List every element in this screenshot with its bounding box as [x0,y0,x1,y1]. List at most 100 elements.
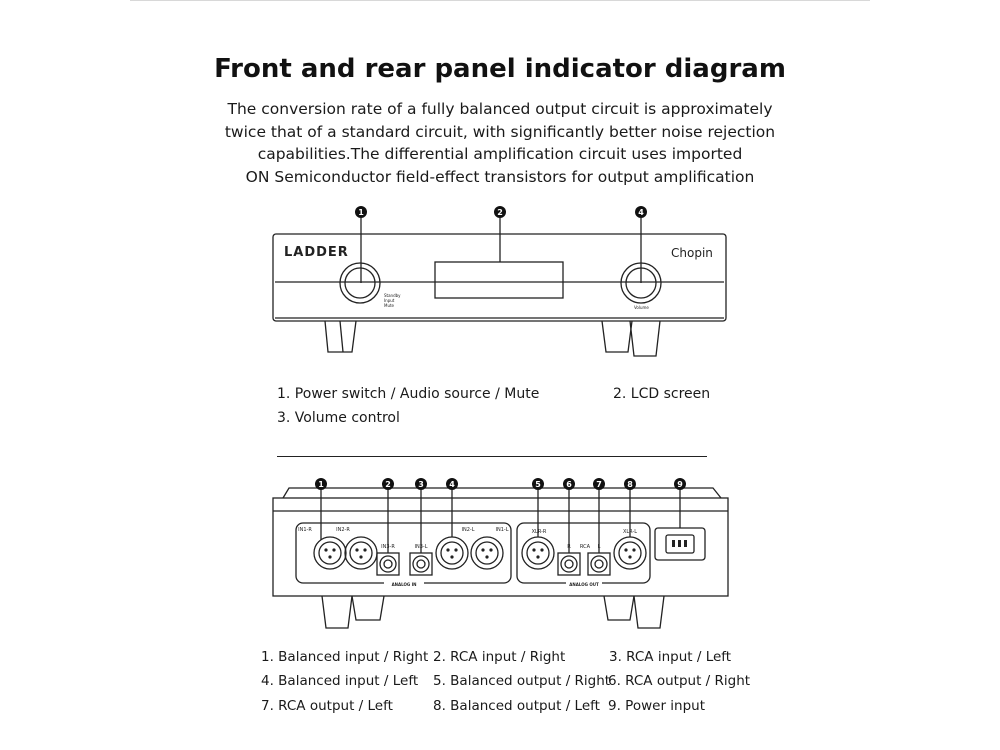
callout-bullet-6 [563,478,575,490]
knob-caption: Standby [384,293,401,298]
callout-number: 4 [638,208,644,217]
rca-in3-right-inner [383,559,393,569]
pin [684,540,687,547]
rear-foot-right [603,595,635,621]
callout-number: 6 [566,480,572,489]
rear-foot-right-2 [633,595,665,629]
connector-label: XLR-L [623,529,637,535]
callout-bullet-8 [624,478,636,490]
power-knob [339,262,381,304]
pin [532,548,536,552]
front-label-2: 2. LCD screen [613,386,711,402]
rear-foot-left-2 [351,595,385,621]
knob-caption: Input [384,298,395,303]
rear-label-5: 5. Balanced output / Right [433,673,611,689]
analog-in-group [295,522,512,584]
rear-label-7: 7. RCA output / Left [261,698,393,714]
model-name: Chopin [671,246,713,260]
pin [536,555,540,559]
callout-bullet-9 [674,478,686,490]
callout-bullet-4 [635,206,647,218]
description: The conversion rate of a fully balanced … [200,98,800,188]
front-foot-left-edge [339,320,344,353]
group-label-analog-in: ANALOG IN [392,582,417,587]
callout-bullet-3 [415,478,427,490]
rear-panel-body [272,497,729,597]
pin [485,555,489,559]
callout-number: 4 [449,480,455,489]
rca-out-left [590,555,608,573]
callout-number: 3 [418,480,424,489]
pin [481,548,485,552]
pin [359,555,363,559]
pin [624,548,628,552]
pin [324,548,328,552]
pin [540,548,544,552]
rear-label-1: 1. Balanced input / Right [261,649,429,665]
connector-label: RCA [580,544,591,550]
front-foot-right [629,320,661,357]
pin [355,548,359,552]
power-knob-inner [344,267,376,299]
rca-out-right [560,555,578,573]
pin [328,555,332,559]
callout-number: 2 [385,480,391,489]
rear-label-3: 3. RCA input / Left [609,649,732,665]
callout-bullet-2 [494,206,506,218]
group-label-bg [384,581,424,587]
connector-label: IN3-L [415,544,428,550]
connector-label: IN1-L [496,527,509,533]
rca-in3-right [379,555,397,573]
callout-bullet-2 [382,478,394,490]
connector-label: IN1-R [298,527,312,533]
callout-number: 1 [318,480,324,489]
xlr-in1-right [313,536,347,570]
callout-number: 5 [535,480,541,489]
front-label-1: 1. Power switch / Audio source / Mute [277,386,540,402]
callout-number: 9 [677,480,683,489]
rear-label-9: 9. Power input [608,698,706,714]
rear-foot-left [321,595,353,629]
pin [489,548,493,552]
section-divider [277,456,707,457]
callout-number: 8 [627,480,633,489]
connector-label: XLR-R [532,529,547,535]
pin [672,540,675,547]
knob-caption: Mute [384,303,395,308]
description-line: twice that of a standard circuit, with s… [224,122,776,141]
description-line: The conversion rate of a fully balanced … [227,100,773,118]
callout-bullet-1 [315,478,327,490]
xlr-in2-left-inner [440,541,464,565]
rear-label-4: 4. Balanced input / Left [261,673,419,689]
callout-bullet-5 [532,478,544,490]
pin [446,548,450,552]
callout-number: 7 [596,480,602,489]
xlr-in1-left-inner [475,541,499,565]
group-label-analog-out: ANALOG OUT [569,582,599,587]
top-divider [130,0,870,1]
pin [632,548,636,552]
rca-out-right-inner [564,559,574,569]
knob-caption: Volume [634,305,649,310]
callout-bullet-1 [355,206,367,218]
rear-label-8: 8. Balanced output / Left [433,698,600,714]
callout-bullet-7 [593,478,605,490]
xlr-in1-left [470,536,504,570]
xlr-out-left-inner [618,541,642,565]
front-foot-mid [601,320,633,353]
xlr-in1-right-inner [318,541,342,565]
description-line: ON Semiconductor field-effect transistor… [245,167,755,186]
pin [678,540,681,547]
pin [628,555,632,559]
connector-label: R [567,544,571,550]
callout-bullet-4 [446,478,458,490]
page-title: Front and rear panel indicator diagram [214,54,786,84]
pin [363,548,367,552]
front-label-3: 3. Volume control [277,410,400,426]
rca-in3-left [412,555,430,573]
pin [454,548,458,552]
connector-label: IN2-L [462,527,475,533]
rear-top-slab [282,487,722,499]
